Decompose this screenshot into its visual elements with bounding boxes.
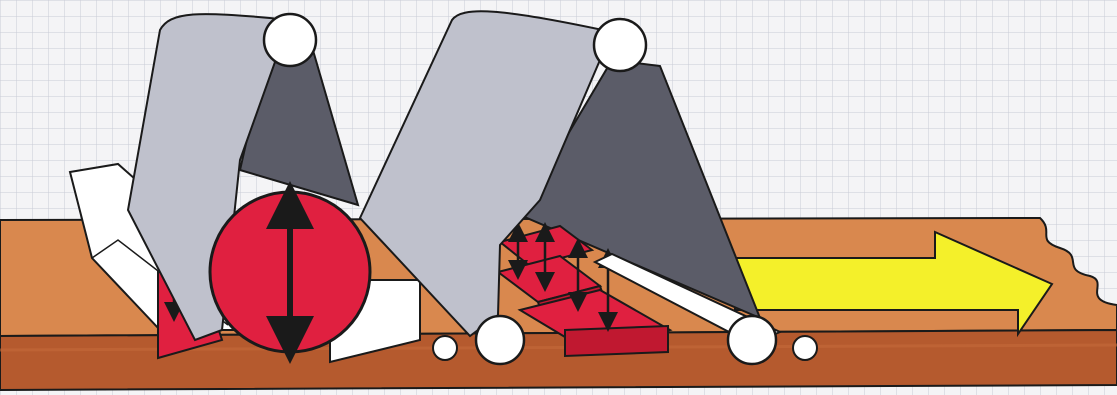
feed-roller-front	[476, 316, 524, 364]
idler-roller-2	[594, 19, 646, 71]
idler-roller-1	[264, 14, 316, 66]
small-roller-front	[433, 336, 457, 360]
small-roller-rear	[793, 336, 817, 360]
feed-roller-rear	[728, 316, 776, 364]
